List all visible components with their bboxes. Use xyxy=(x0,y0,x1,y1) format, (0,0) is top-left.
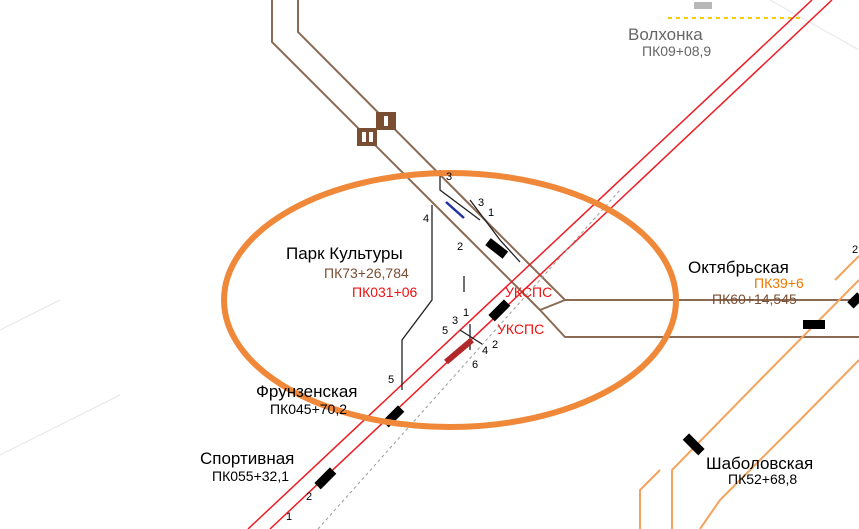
station-frunzenskaya[interactable]: Фрунзенская ПК045+70,2 xyxy=(256,382,358,417)
svg-text:1: 1 xyxy=(463,307,469,319)
svg-text:3: 3 xyxy=(452,315,458,327)
station-pk: ПК055+32,1 xyxy=(212,468,289,484)
station-sportivnaya[interactable]: Спортивная ПК055+32,1 xyxy=(200,449,294,484)
signal-icons xyxy=(357,112,396,146)
station-platform-icon xyxy=(803,320,825,329)
station-platform-icon xyxy=(314,467,337,490)
station-platform-icon xyxy=(694,2,712,9)
svg-text:1: 1 xyxy=(488,207,494,219)
station-name: Спортивная xyxy=(200,449,294,468)
svg-text:2: 2 xyxy=(852,244,858,256)
ukspc-tag-bottom: УКСПС xyxy=(497,321,544,337)
svg-text:6: 6 xyxy=(472,359,478,371)
faint-background-lines xyxy=(0,0,859,456)
station-platform-icon xyxy=(682,433,705,456)
station-platform-icon xyxy=(847,292,859,309)
station-name: Октябрьская xyxy=(688,258,789,277)
track-numbers: 3 3 1 4 2 5 3 1 4 2 6 5 2 1 2 xyxy=(286,171,858,523)
station-pk: ПК73+26,784 xyxy=(324,265,409,281)
svg-text:2: 2 xyxy=(492,339,498,351)
station-name: Шаболовская xyxy=(706,454,813,473)
blue-siding xyxy=(445,201,465,219)
svg-text:4: 4 xyxy=(423,213,429,225)
red-siding xyxy=(444,337,474,365)
svg-text:3: 3 xyxy=(478,197,484,209)
svg-text:1: 1 xyxy=(286,511,292,523)
station-platform-icon xyxy=(488,299,511,322)
station-park-kultury[interactable]: Парк Культуры ПК73+26,784 ПК031+06 xyxy=(286,244,418,300)
svg-text:5: 5 xyxy=(442,325,448,337)
station-pk-red: ПК031+06 xyxy=(352,284,418,300)
station-name: Фрунзенская xyxy=(256,382,358,401)
svg-text:5: 5 xyxy=(388,374,394,386)
ukspc-tag-top: УКСПС xyxy=(505,284,552,300)
grey-dashed-line xyxy=(317,189,621,529)
station-oktyabrskaya[interactable]: Октябрьская ПК39+6 ПК60+14,545 xyxy=(688,258,804,307)
station-platform-icon xyxy=(485,238,509,259)
svg-text:2: 2 xyxy=(457,241,463,253)
station-pk: ПК52+68,8 xyxy=(728,471,797,487)
orange-track-lines xyxy=(639,255,859,529)
station-volkhonka[interactable]: Волхонка ПК09+08,9 xyxy=(628,25,711,59)
station-pk: ПК60+14,545 xyxy=(712,291,797,307)
svg-text:4: 4 xyxy=(482,345,488,357)
svg-text:3: 3 xyxy=(446,171,452,183)
station-shabolovskaya[interactable]: Шаболовская ПК52+68,8 xyxy=(706,454,813,487)
highlight-ellipse xyxy=(221,170,679,430)
station-name: Волхонка xyxy=(628,25,703,44)
station-name: Парк Культуры xyxy=(286,244,403,263)
station-pk: ПК045+70,2 xyxy=(270,401,347,417)
red-main-line xyxy=(247,0,833,529)
service-tracks xyxy=(401,170,521,390)
signal-icon xyxy=(357,128,377,146)
station-pk: ПК09+08,9 xyxy=(642,43,711,59)
station-pk-orange: ПК39+6 xyxy=(754,275,804,291)
svg-text:2: 2 xyxy=(306,491,312,503)
